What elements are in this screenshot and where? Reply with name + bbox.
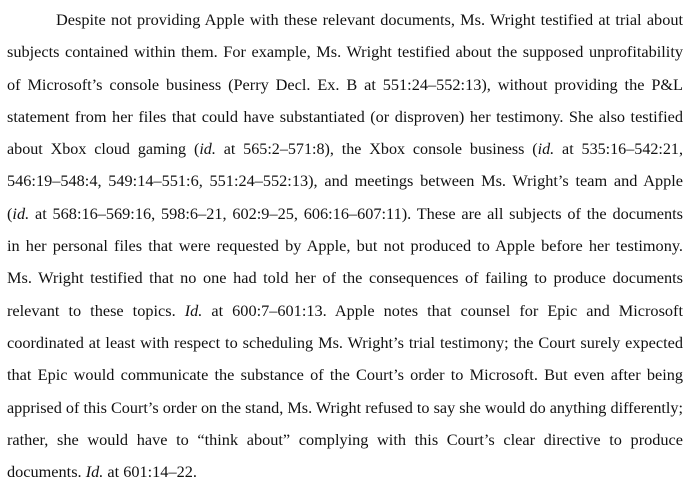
line-text: of Microsoft’s console business (Perry D… bbox=[7, 74, 683, 94]
paragraph-line: about Xbox cloud gaming (id. at 565:2–57… bbox=[7, 133, 683, 165]
paragraph-line: Despite not providing Apple with these r… bbox=[7, 4, 683, 36]
line-text: about Xbox cloud gaming (id. at 565:2–57… bbox=[7, 141, 683, 159]
paragraph-line: in her personal files that were requeste… bbox=[7, 230, 683, 262]
paragraph-line: (id. at 568:16–569:16, 598:6–21, 602:9–2… bbox=[7, 198, 683, 230]
line-text: (id. at 568:16–569:16, 598:6–21, 602:9–2… bbox=[7, 203, 683, 223]
line-text: statement from her files that could have… bbox=[7, 106, 683, 126]
paragraph-line: rather, she would have to “think about” … bbox=[7, 424, 683, 456]
line-text: relevant to these topics. Id. at 600:7–6… bbox=[7, 300, 683, 320]
line-text: documents. Id. at 601:14–22. bbox=[7, 462, 197, 482]
paragraph-line: relevant to these topics. Id. at 600:7–6… bbox=[7, 295, 683, 327]
line-text: subjects contained within them. For exam… bbox=[7, 42, 683, 62]
line-text: coordinated at least with respect to sch… bbox=[7, 332, 683, 352]
paragraph-line: of Microsoft’s console business (Perry D… bbox=[7, 69, 683, 101]
paragraph-line: coordinated at least with respect to sch… bbox=[7, 327, 683, 359]
paragraph-line: 546:19–548:4, 549:14–551:6, 551:24–552:1… bbox=[7, 165, 683, 197]
document-page: Despite not providing Apple with these r… bbox=[7, 4, 683, 488]
line-text: 546:19–548:4, 549:14–551:6, 551:24–552:1… bbox=[7, 171, 683, 191]
paragraph-line: Ms. Wright testified that no one had tol… bbox=[7, 262, 683, 294]
line-text: Ms. Wright testified that no one had tol… bbox=[7, 268, 683, 288]
line-text: in her personal files that were requeste… bbox=[7, 236, 683, 256]
line-text: Despite not providing Apple with these r… bbox=[56, 10, 683, 29]
line-text: rather, she would have to “think about” … bbox=[7, 429, 683, 449]
paragraph-line: subjects contained within them. For exam… bbox=[7, 36, 683, 68]
paragraph-line: documents. Id. at 601:14–22. bbox=[7, 456, 683, 488]
line-text: that Epic would communicate the substanc… bbox=[7, 365, 683, 385]
line-text: apprised of this Court’s order on the st… bbox=[7, 398, 683, 417]
paragraph-line: that Epic would communicate the substanc… bbox=[7, 359, 683, 391]
paragraph-line: apprised of this Court’s order on the st… bbox=[7, 392, 683, 424]
paragraph-line: statement from her files that could have… bbox=[7, 101, 683, 133]
